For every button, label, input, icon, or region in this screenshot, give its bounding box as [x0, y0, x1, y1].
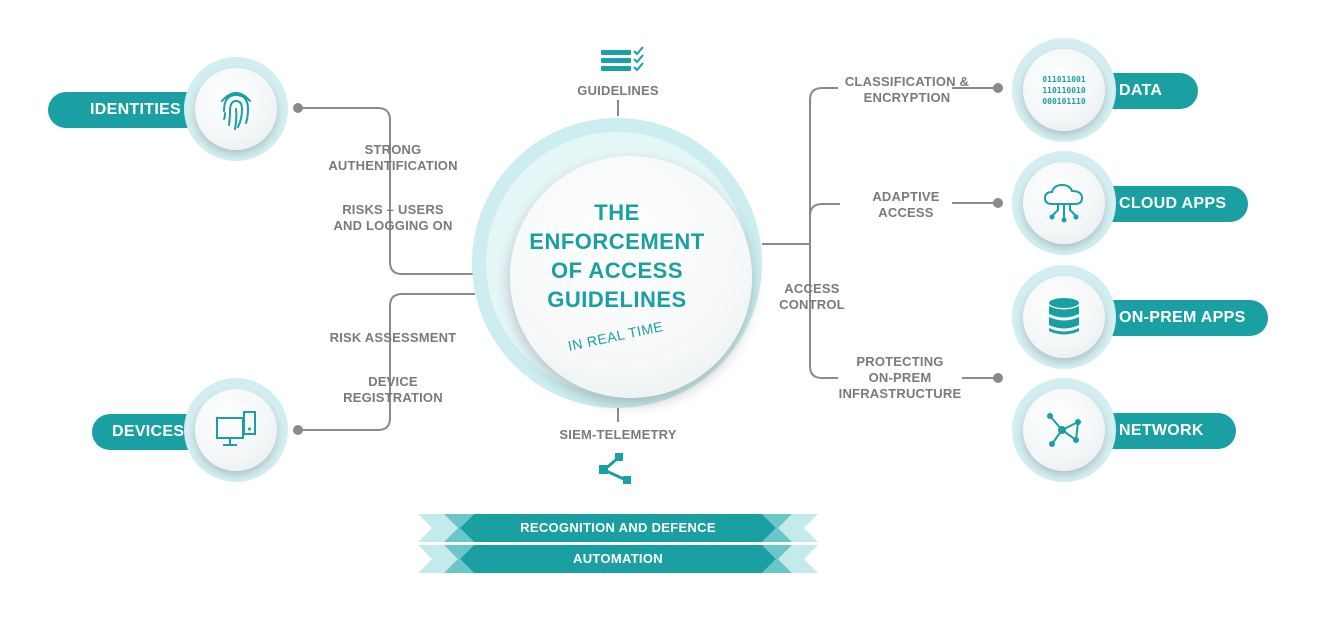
automation-band: AUTOMATION: [418, 545, 818, 573]
fingerprint-icon: [221, 92, 251, 130]
device-registration-label: DEVICE REGISTRATION: [343, 374, 443, 405]
computer-icon: [216, 411, 256, 446]
siem-telemetry-label: SIEM-TELEMETRY: [559, 427, 677, 442]
share-nodes-icon: [599, 453, 631, 484]
identities-node[interactable]: [184, 57, 288, 161]
identities-connector: [298, 107, 475, 275]
list-check-icon: [601, 46, 644, 72]
database-icon: [1049, 298, 1079, 335]
risks-users-label: RISKS – USERS AND LOGGING ON: [333, 202, 453, 233]
protecting-label: PROTECTING ON-PREM INFRASTRUCTURE: [838, 354, 962, 401]
network-node[interactable]: [1012, 378, 1116, 482]
on-prem-apps-node[interactable]: [1012, 265, 1116, 369]
cloud-network-icon: [1043, 183, 1084, 223]
cloud-apps-node[interactable]: [1012, 151, 1116, 255]
network-graph-icon: [1047, 413, 1081, 447]
adaptive-access-label: ADAPTIVE ACCESS: [872, 189, 940, 220]
center-title: THE ENFORCEMENT OF ACCESS GUIDELINES: [529, 200, 705, 312]
recognition-defence-label: RECOGNITION AND DEFENCE: [520, 520, 716, 535]
classification-label: CLASSIFICATION & ENCRYPTION: [844, 74, 970, 105]
devices-node[interactable]: [184, 378, 288, 482]
risk-assessment-label: RISK ASSESSMENT: [329, 330, 457, 345]
strong-auth-label: STRONG AUTHENTIFICATION: [328, 142, 458, 173]
devices-connector: [298, 293, 475, 431]
recognition-defence-band: RECOGNITION AND DEFENCE: [418, 514, 818, 542]
center-circle: THE ENFORCEMENT OF ACCESS GUIDELINES IN …: [472, 118, 762, 408]
automation-label: AUTOMATION: [573, 551, 663, 566]
access-control-label: ACCESS CONTROL: [779, 281, 845, 312]
data-node[interactable]: 011011001 110110010 000101110: [1012, 38, 1116, 142]
binary-icon: 011011001 110110010 000101110: [1042, 74, 1086, 106]
guidelines-label: GUIDELINES: [577, 83, 659, 98]
